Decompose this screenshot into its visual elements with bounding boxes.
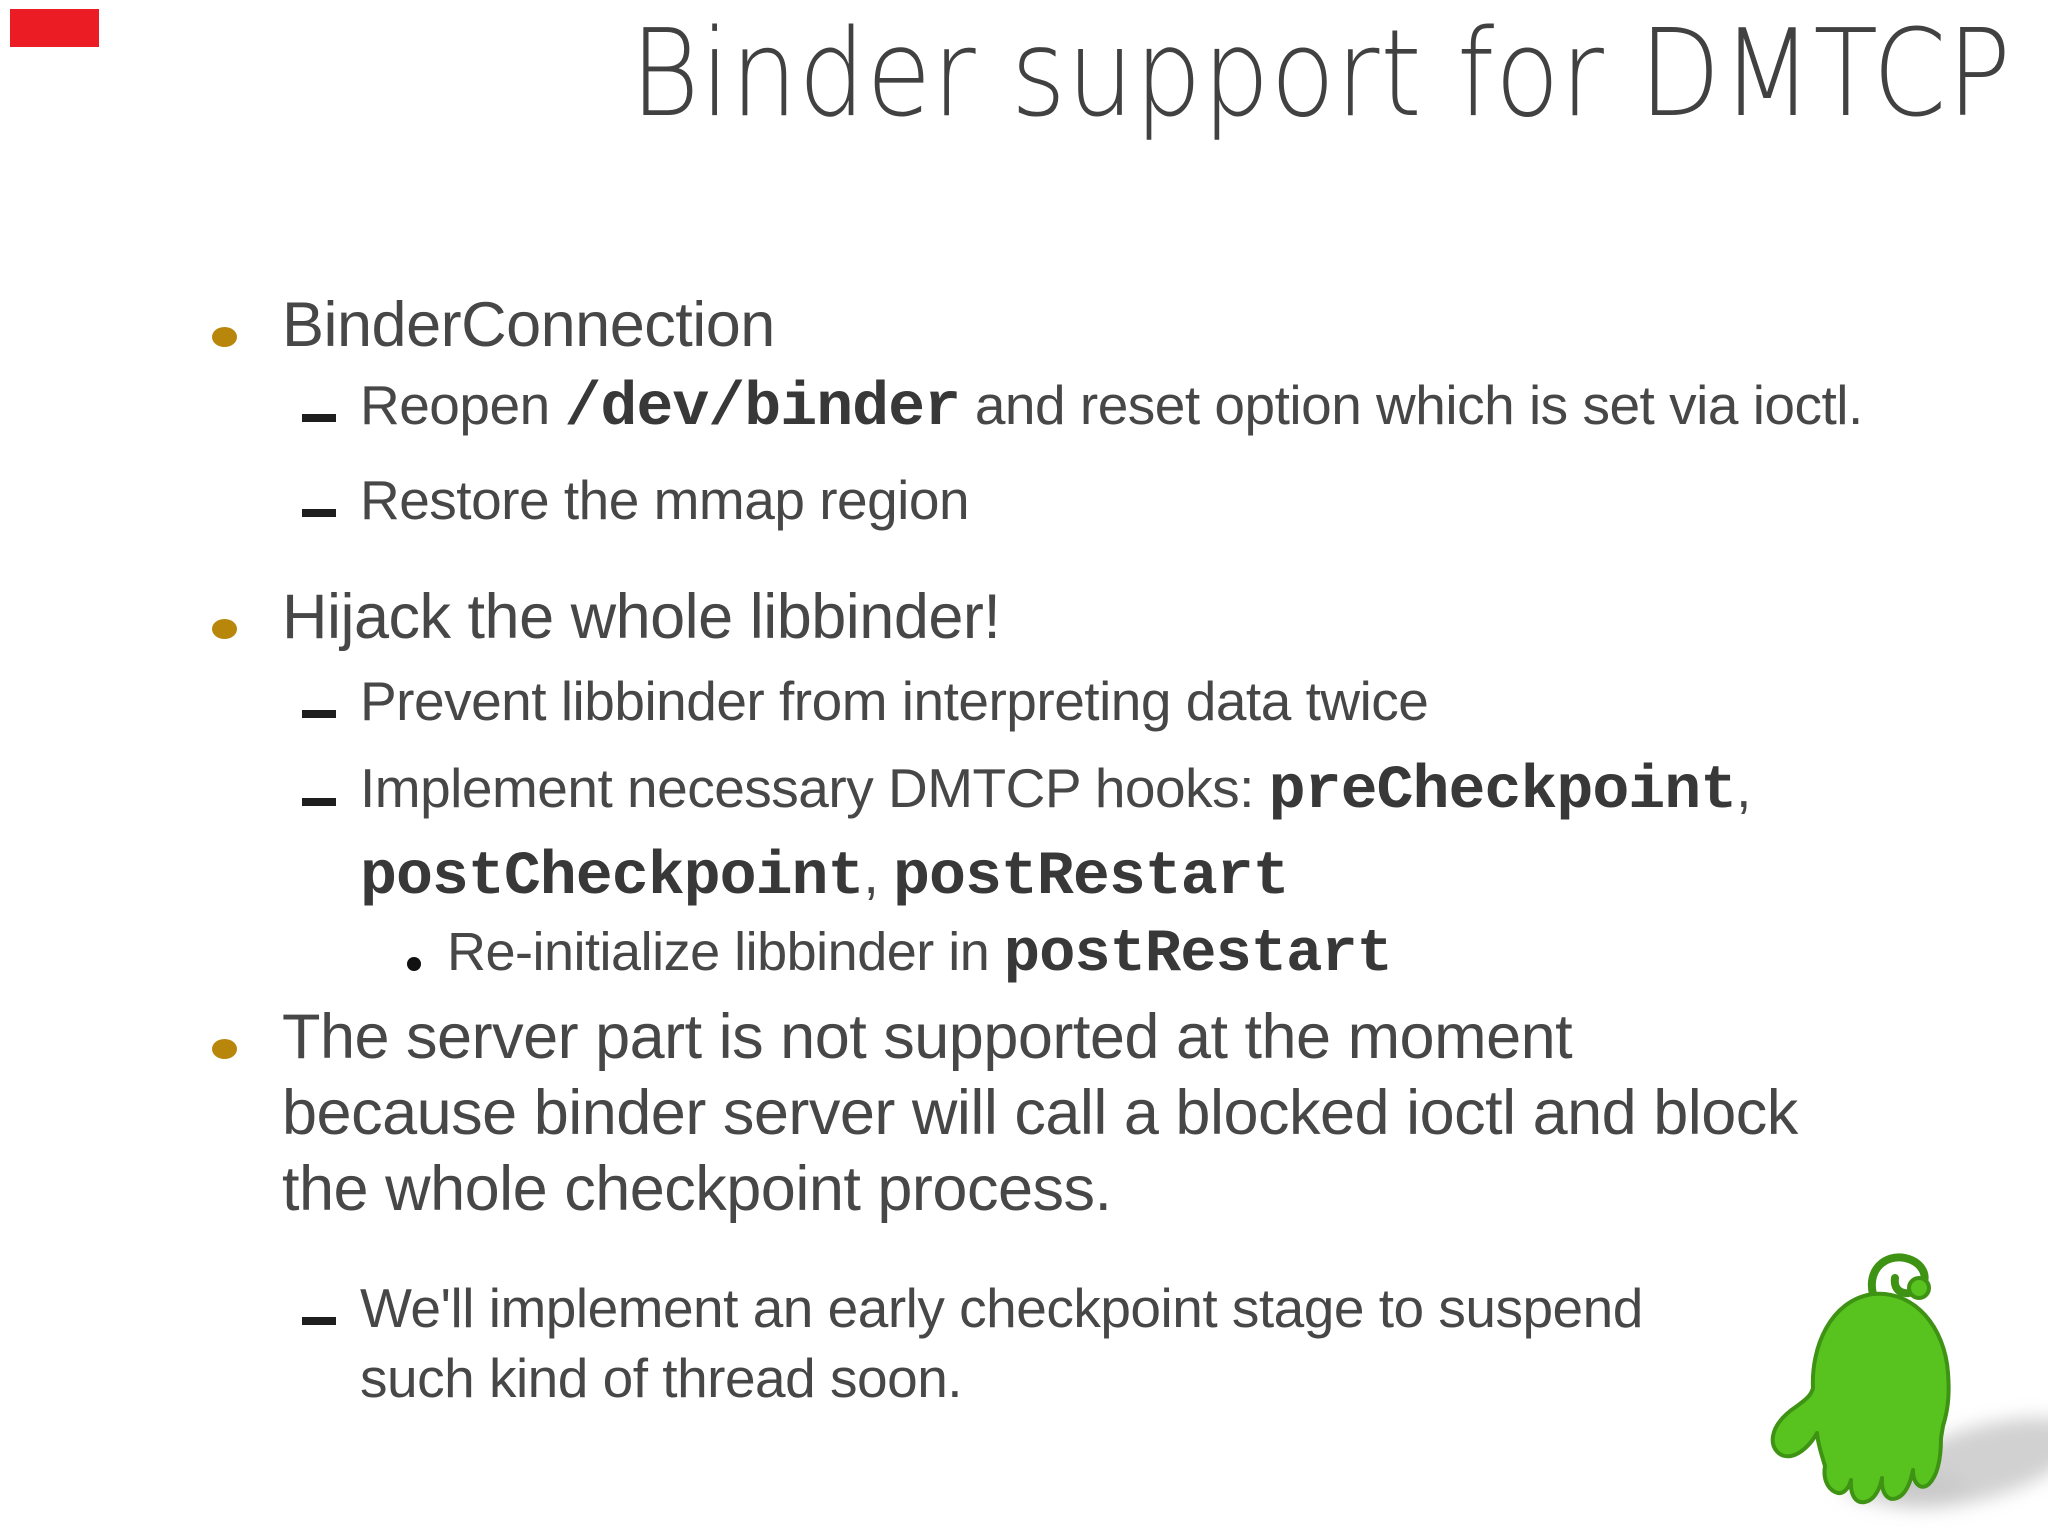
text-line: Prevent libbinder from interpreting data…: [360, 666, 1429, 736]
text-segment: Restore the mmap region: [360, 469, 970, 531]
text-line: such kind of thread soon.: [360, 1343, 1643, 1413]
list-item: We'll implement an early checkpoint stag…: [302, 1273, 1643, 1413]
text-segment: such kind of thread soon.: [360, 1347, 963, 1409]
list-item: Reopen /dev/binder and reset option whic…: [302, 370, 1863, 444]
page-title: Binder support for DMTCP: [630, 5, 2012, 144]
text-segment: Hijack the whole libbinder!: [282, 582, 1001, 652]
bullet-dot-icon: [212, 327, 237, 347]
text-line: Re-initialize libbinder in postRestart: [447, 919, 1393, 989]
text-line: Reopen /dev/binder and reset option whic…: [360, 370, 1863, 444]
text-segment: Reopen: [360, 374, 565, 436]
text-segment: Implement necessary DMTCP hooks:: [360, 757, 1269, 819]
text-line: BinderConnection: [282, 287, 775, 363]
text-line: postCheckpoint, postRestart: [360, 833, 1751, 919]
bullet-dot-icon: [212, 619, 237, 639]
hand-palm-icon: [1770, 1291, 1951, 1505]
list-item: Restore the mmap region: [302, 465, 970, 535]
sub-bullet-dot-icon: [407, 957, 421, 971]
text-segment: The server part is not supported at the …: [282, 1002, 1573, 1072]
text-line: because binder server will call a blocke…: [282, 1075, 1798, 1151]
list-item: BinderConnection: [212, 287, 775, 363]
hand-curl-icon: [1867, 1253, 1929, 1298]
list-item: Re-initialize libbinder in postRestart: [407, 919, 1393, 989]
list-item: Hijack the whole libbinder!: [212, 579, 1001, 655]
text-segment: Re-initialize libbinder in: [447, 922, 1004, 982]
dash-bullet-icon: [302, 710, 336, 718]
list-item: Prevent libbinder from interpreting data…: [302, 666, 1429, 736]
list-item: Implement necessary DMTCP hooks: preChec…: [302, 747, 1751, 919]
dash-bullet-icon: [302, 414, 336, 422]
text-line: the whole checkpoint process.: [282, 1151, 1798, 1227]
text-segment: ,: [1736, 757, 1751, 819]
text-segment: and reset option which is set via ioctl.: [960, 374, 1863, 436]
green-hand-mascot: [1770, 1253, 2048, 1509]
code-text: postRestart: [1003, 921, 1393, 989]
text-line: Implement necessary DMTCP hooks: preChec…: [360, 747, 1751, 833]
hand-curl-knob: [1907, 1276, 1931, 1300]
dash-bullet-icon: [302, 509, 336, 517]
code-text: preCheckpoint: [1268, 757, 1738, 826]
text-line: Restore the mmap region: [360, 465, 970, 535]
text-segment: because binder server will call a blocke…: [282, 1078, 1798, 1148]
red-corner-marker: [10, 9, 99, 47]
text-line: We'll implement an early checkpoint stag…: [360, 1273, 1643, 1343]
code-text: /dev/binder: [564, 374, 961, 443]
text-line: Hijack the whole libbinder!: [282, 579, 1001, 655]
text-segment: We'll implement an early checkpoint stag…: [360, 1277, 1643, 1339]
bullet-dot-icon: [212, 1039, 237, 1059]
text-line: The server part is not supported at the …: [282, 999, 1798, 1075]
text-segment: Prevent libbinder from interpreting data…: [360, 670, 1429, 732]
code-text: postCheckpoint: [360, 843, 864, 912]
list-item: The server part is not supported at the …: [212, 999, 1798, 1227]
text-segment: the whole checkpoint process.: [282, 1154, 1112, 1224]
text-segment: BinderConnection: [282, 290, 775, 360]
code-text: postRestart: [893, 843, 1290, 912]
text-segment: ,: [863, 843, 894, 905]
dash-bullet-icon: [302, 798, 336, 806]
dash-bullet-icon: [302, 1317, 336, 1325]
